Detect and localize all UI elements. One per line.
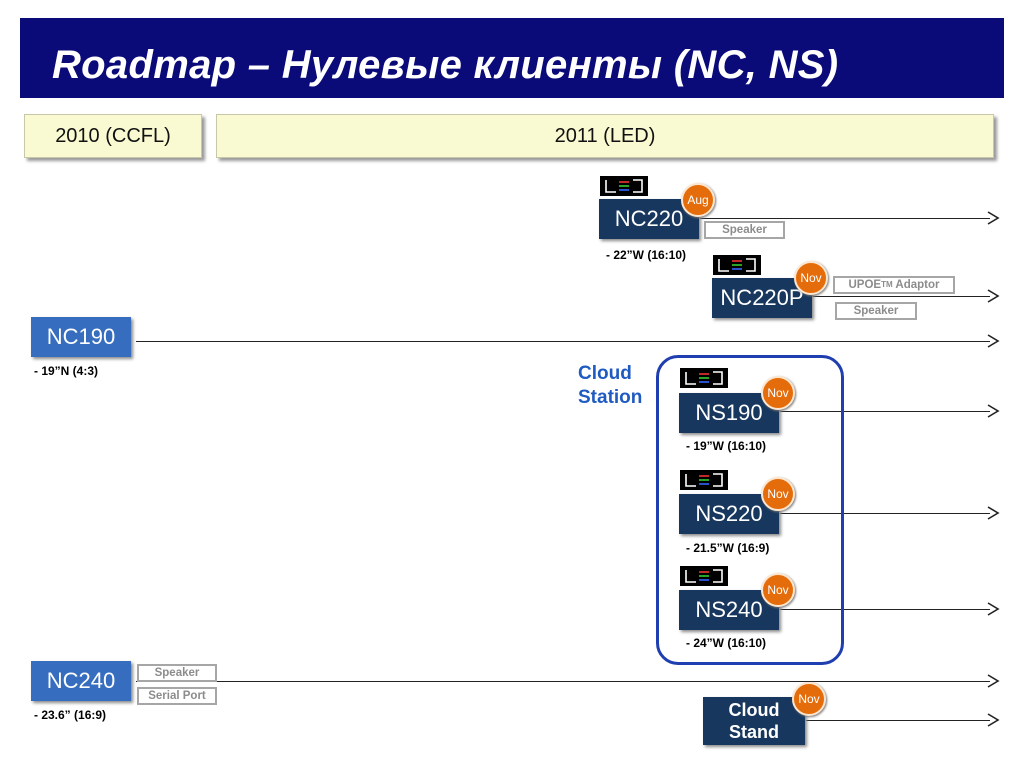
arrow-right-icon <box>987 404 1000 418</box>
timeline-nc220 <box>700 218 990 219</box>
release-badge-nc220p: Nov <box>794 261 828 295</box>
arrow-right-icon <box>987 674 1000 688</box>
upoe-prefix: UPOE <box>848 279 882 291</box>
cloud-station-group <box>656 355 844 665</box>
arrow-right-icon <box>987 506 1000 520</box>
feature-speaker-nc240: Speaker <box>137 664 217 682</box>
cloud-station-line2: Station <box>578 387 643 408</box>
cloud-station-line1: Cloud <box>578 363 632 384</box>
timeline-ns190 <box>780 411 990 412</box>
spec-ns190: - 19”W (16:10) <box>686 439 767 453</box>
product-nc190[interactable]: NC190 <box>31 317 131 357</box>
spec-nc220: - 22”W (16:10) <box>606 248 687 262</box>
cloud-stand-line2: Stand <box>728 722 779 742</box>
feature-speaker-nc220p: Speaker <box>835 302 917 320</box>
arrow-right-icon <box>987 211 1000 225</box>
arrow-right-icon <box>987 334 1000 348</box>
release-badge-ns190: Nov <box>761 376 795 410</box>
led-logo-icon <box>713 255 761 275</box>
timeline-nc240 <box>136 681 990 682</box>
led-logo-icon <box>680 368 728 388</box>
led-logo-icon <box>600 176 648 196</box>
release-badge-nc220: Aug <box>681 183 715 217</box>
spec-nc190: - 19”N (4:3) <box>34 364 99 378</box>
release-badge-cloud-stand: Nov <box>792 682 826 716</box>
product-cloud-stand[interactable]: Cloud Stand <box>703 697 805 745</box>
page-title: Roadmap – Нулевые клиенты (NC, NS) <box>52 43 839 87</box>
timeline-ns240 <box>780 609 990 610</box>
timeline-nc220p <box>812 296 990 297</box>
arrow-right-icon <box>987 602 1000 616</box>
year-2010-header: 2010 (CCFL) <box>24 114 202 158</box>
arrow-right-icon <box>987 713 1000 727</box>
release-badge-ns220: Nov <box>761 477 795 511</box>
cloud-stand-line1: Cloud <box>728 700 780 720</box>
timeline-nc190 <box>136 341 990 342</box>
cloud-station-label: Cloud Station <box>578 362 642 410</box>
spec-nc240: - 23.6” (16:9) <box>34 708 107 722</box>
arrow-right-icon <box>987 289 1000 303</box>
spec-ns220: - 21.5”W (16:9) <box>686 541 770 555</box>
title-bar: Roadmap – Нулевые клиенты (NC, NS) <box>20 18 1004 98</box>
spec-ns240: - 24”W (16:10) <box>686 636 767 650</box>
product-ns220[interactable]: NS220 <box>679 494 779 534</box>
led-logo-icon <box>680 566 728 586</box>
timeline-cloud-stand <box>806 720 990 721</box>
release-badge-ns240: Nov <box>761 573 795 607</box>
feature-serial-port: Serial Port <box>137 687 217 705</box>
led-logo-icon <box>680 470 728 490</box>
upoe-suffix: Adaptor <box>892 279 940 291</box>
feature-speaker-nc220: Speaker <box>704 221 785 239</box>
timeline-ns220 <box>780 513 990 514</box>
year-2011-header: 2011 (LED) <box>216 114 994 158</box>
product-nc240[interactable]: NC240 <box>31 661 131 701</box>
